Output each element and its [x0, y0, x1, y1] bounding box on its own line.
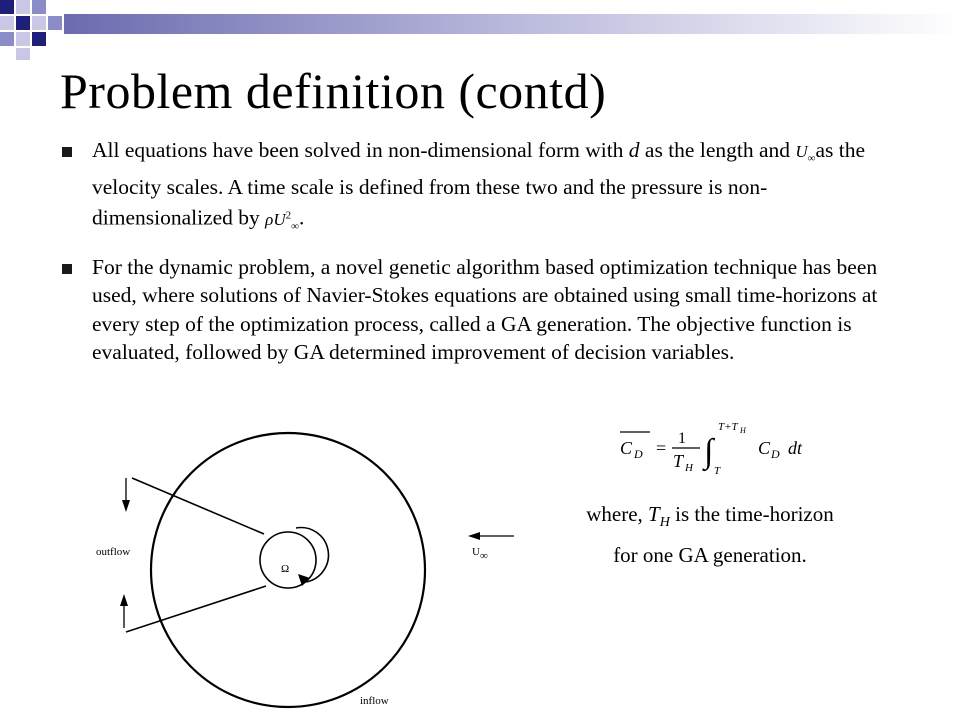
pressure-scale-symbol: ρU2∞ — [265, 209, 299, 233]
formula-integrand-sub: D — [770, 447, 780, 461]
freestream-label: U — [472, 546, 480, 558]
note-line-2: for one GA generation. — [613, 543, 807, 568]
formula-numerator: 1 — [678, 430, 686, 447]
bullet-text: as the velocity scales. A time scale is … — [92, 138, 866, 231]
bullet-text: All equations have been solved in non-di… — [92, 138, 629, 162]
bullet-text: as the length and — [639, 138, 796, 162]
outflow-label: outflow — [96, 546, 130, 558]
formula-differential: dt — [788, 438, 803, 458]
integral-upper-limit: T+T — [718, 421, 739, 433]
bullet-text: For the dynamic problem, a novel genetic… — [92, 254, 878, 365]
length-symbol: d — [628, 138, 640, 162]
formula-equals: = — [656, 438, 666, 458]
flow-domain-diagram: outflow inflow Ω U ∞ — [96, 431, 514, 709]
bullet-item: All equations have been solved in non-di… — [58, 136, 878, 241]
cylinder-circle — [259, 531, 317, 589]
bullet-item: For the dynamic problem, a novel genetic… — [58, 253, 878, 367]
formula-lhs-sub: D — [633, 447, 643, 461]
integral-upper-limit-sub: H — [739, 426, 747, 435]
integral-lower-limit: T — [714, 465, 721, 477]
outer-boundary-circle — [149, 431, 427, 709]
formula-denominator: T — [673, 451, 685, 471]
formula-denominator-sub: H — [684, 462, 694, 474]
outflow-upper-line — [131, 477, 265, 535]
bullet-marker — [62, 147, 72, 157]
bullet-list: All equations have been solved in non-di… — [58, 136, 878, 379]
inflow-label: inflow — [360, 695, 389, 707]
formula-integrand: C — [758, 438, 771, 458]
drag-coefficient-formula: C D = 1 T H ∫ T+T H T C D dt — [620, 421, 803, 477]
slide-title: Problem definition (contd) — [60, 63, 607, 119]
time-horizon-symbol: TH — [648, 502, 670, 531]
integral-sign: ∫ — [702, 433, 716, 472]
formula-lhs: C — [620, 438, 633, 458]
freestream-label-sub: ∞ — [480, 550, 488, 562]
rotation-arc — [295, 526, 330, 583]
velocity-symbol: U∞ — [795, 142, 816, 165]
outflow-lower-line — [125, 585, 267, 633]
header-decoration — [0, 0, 960, 60]
bullet-text: . — [298, 206, 305, 231]
omega-label: Ω — [281, 563, 289, 575]
bullet-marker — [62, 263, 72, 274]
time-horizon-note: where, TH is the time-horizon for one GA… — [586, 502, 834, 568]
